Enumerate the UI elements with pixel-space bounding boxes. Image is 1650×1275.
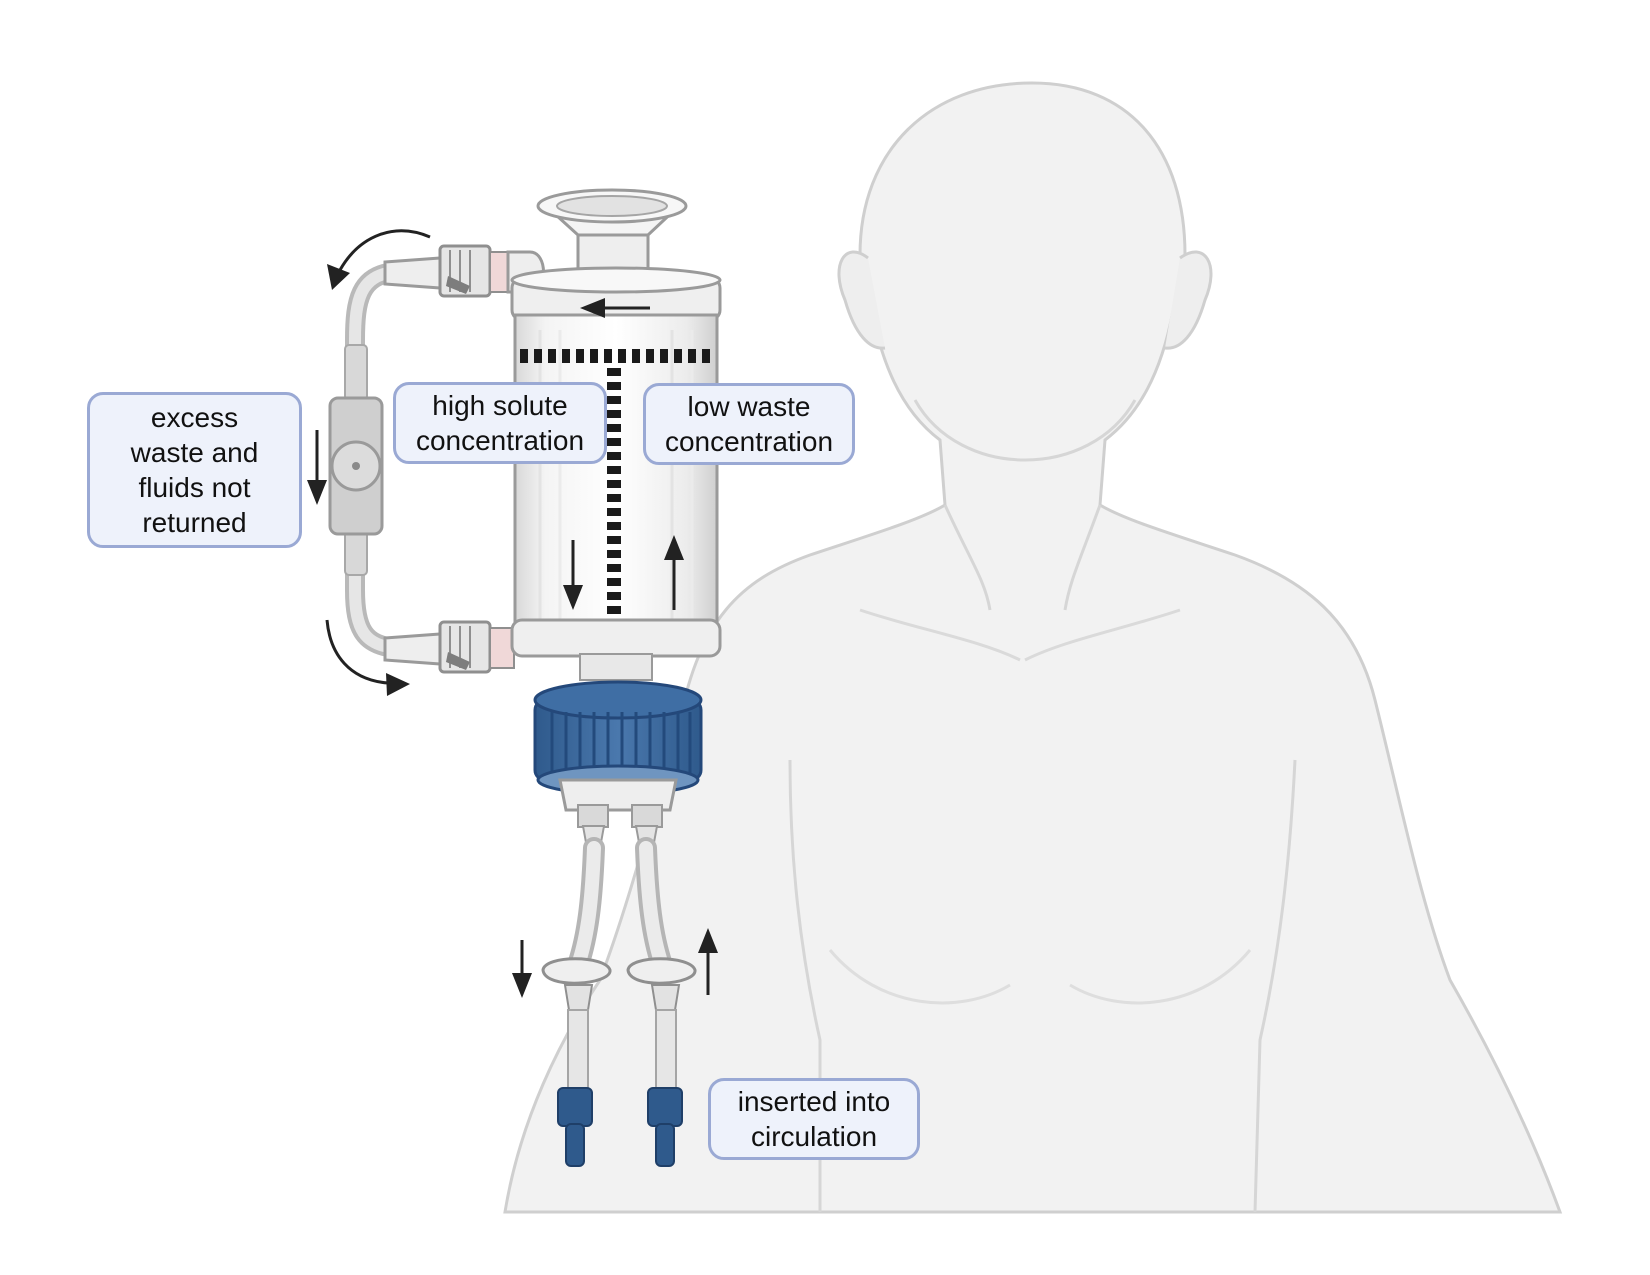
- label-high-solute: high solute concentration: [393, 382, 607, 464]
- bottom-side-connector: [383, 620, 515, 674]
- down-arrow-cartridge-icon: [563, 585, 583, 610]
- label-high-solute-line-1: high solute: [432, 390, 568, 421]
- jaw-line: [913, 399, 1137, 462]
- label-low-waste: low waste concentration: [643, 383, 855, 465]
- up-arrow-cartridge-icon: [664, 535, 684, 560]
- catheter-tip-left-icon: [557, 1087, 593, 1127]
- curved-arrow-top-icon: [338, 229, 431, 271]
- chest-right: [1069, 949, 1252, 1005]
- label-inserted: inserted into circulation: [708, 1078, 920, 1160]
- left-arrow-cap-icon: [580, 298, 605, 318]
- neck-left: [943, 504, 992, 611]
- right-arm-line: [1253, 759, 1297, 1213]
- collarbone-left: [859, 608, 1021, 662]
- neck-right: [1063, 504, 1102, 611]
- cartridge-body: [513, 313, 719, 642]
- label-high-solute-line-2: concentration: [415, 425, 585, 456]
- chest-left: [828, 949, 1011, 1005]
- left-ear-icon: [837, 250, 886, 350]
- label-inserted-line-1: inserted into: [737, 1086, 891, 1117]
- label-low-waste-line-2: concentration: [664, 426, 834, 457]
- flow-arrows: [307, 229, 718, 998]
- down-arrow-tube-icon: [512, 973, 532, 998]
- label-inserted-line-2: circulation: [750, 1121, 878, 1152]
- label-excess-waste-line-4: returned: [142, 507, 247, 538]
- label-excess-waste: excess waste and fluids not returned: [87, 392, 302, 548]
- screw-cap: [533, 680, 703, 812]
- curved-arrow-bottom-icon: [325, 619, 389, 685]
- left-arm-line: [788, 759, 822, 1212]
- catheter-tip-right-icon: [647, 1087, 683, 1127]
- return-tubing: [328, 262, 405, 658]
- label-excess-waste-line-2: waste and: [130, 437, 259, 468]
- label-excess-waste-line-1: excess: [150, 402, 239, 433]
- dialysis-cartridge: [510, 188, 722, 681]
- label-excess-waste-line-3: fluids not: [138, 472, 251, 503]
- catheter-lines: [541, 804, 697, 1167]
- collarbone-right: [1024, 608, 1181, 662]
- label-low-waste-line-1: low waste: [687, 391, 811, 422]
- down-arrow-pump-icon: [307, 480, 327, 505]
- right-ear-icon: [1164, 250, 1213, 350]
- up-arrow-tube-icon: [698, 928, 718, 953]
